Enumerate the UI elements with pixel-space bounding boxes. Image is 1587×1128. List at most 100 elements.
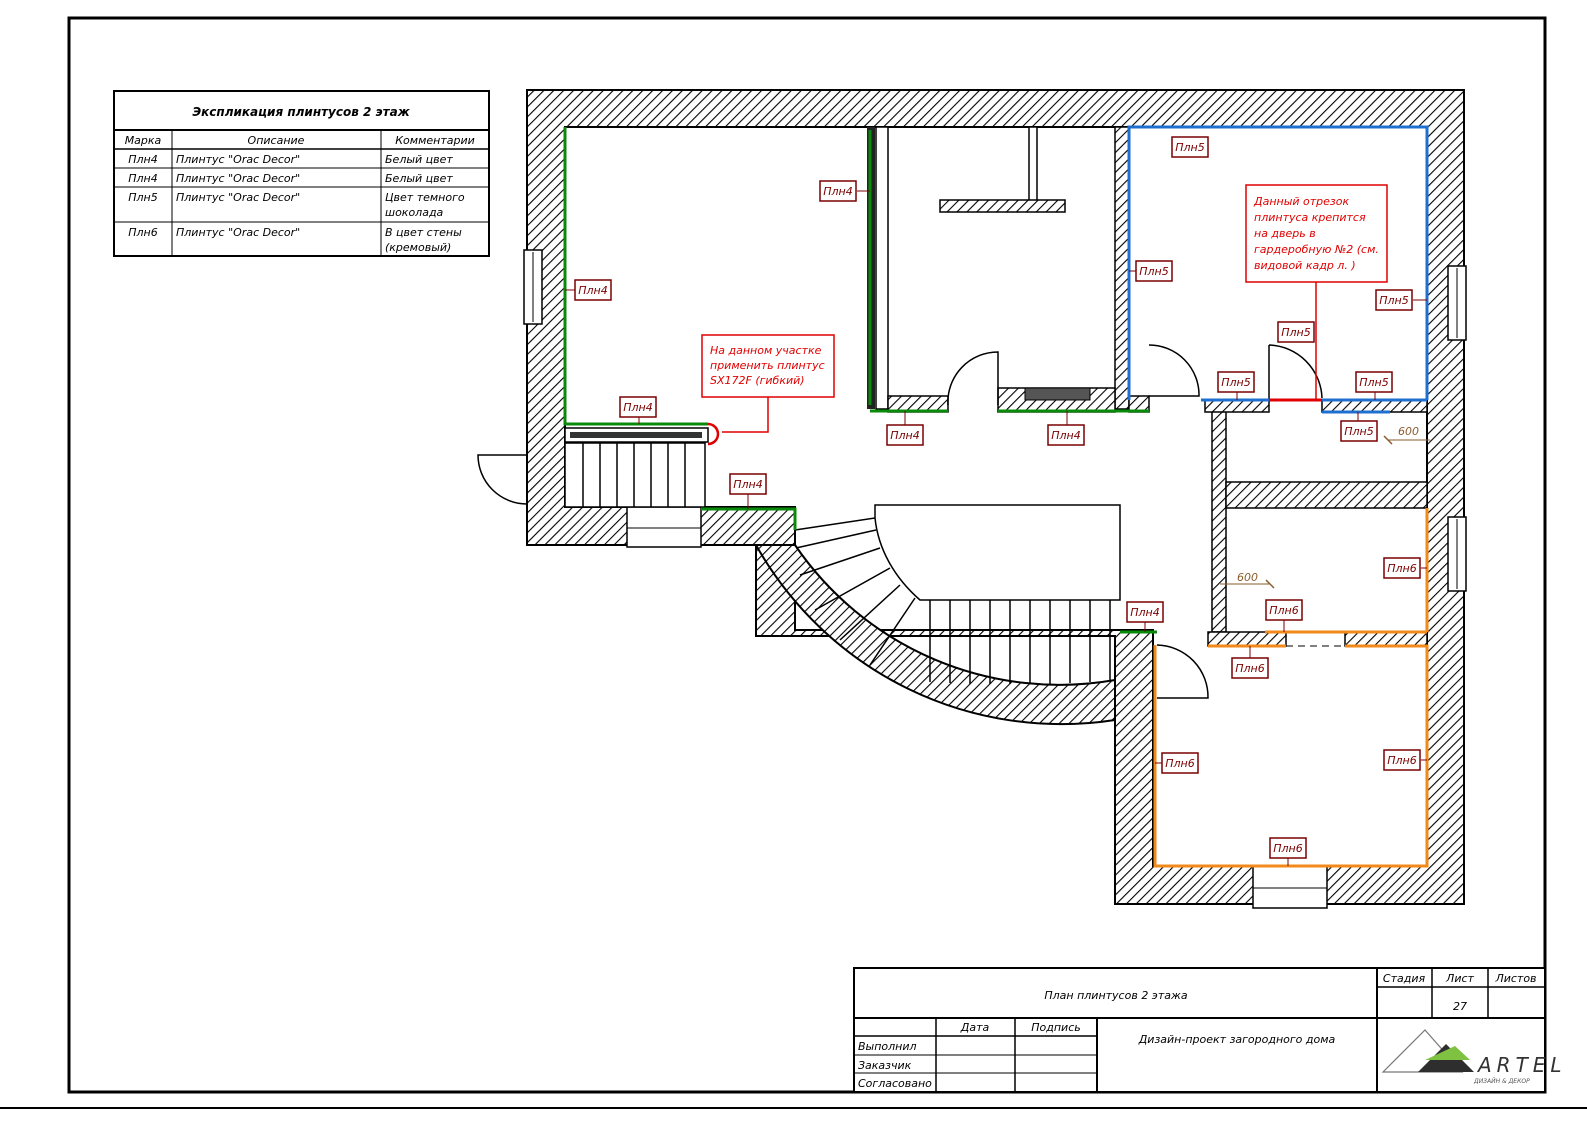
- door-swing: [1148, 344, 1200, 397]
- note-line: Данный отрезок: [1253, 195, 1350, 208]
- skirting-tag: Плн5: [1129, 260, 1173, 282]
- legend-title: Экспликация плинтусов 2 этаж: [192, 105, 410, 119]
- tag-box: [886, 424, 924, 446]
- tag-label: Плн6: [1235, 662, 1265, 675]
- tag-label: Плн5: [1175, 141, 1205, 154]
- tag-label: Плн6: [1387, 562, 1417, 575]
- skirting-tag: Плн4: [565, 279, 612, 301]
- legend-header-mark: Марка: [125, 134, 162, 147]
- skirting-tag: Плн4: [619, 396, 657, 424]
- tag-box: [1383, 557, 1421, 579]
- skirting-tag: Плн4: [1047, 411, 1085, 446]
- vent-grille: [1024, 387, 1091, 401]
- legend-row-description: Плинтус "Orac Decor": [176, 153, 300, 166]
- tag-label: Плн4: [1130, 606, 1160, 619]
- tag-box: [1171, 136, 1209, 158]
- legend-row-comment: Белый цвет: [385, 153, 453, 166]
- skirting-tag: Плн5: [1171, 136, 1209, 158]
- legend-header-description: Описание: [248, 134, 305, 147]
- note-line: плинтуса крепится: [1254, 211, 1366, 224]
- tag-label: Плн5: [1221, 376, 1251, 389]
- legend-row-comment: Белый цвет: [385, 172, 453, 185]
- tag-label: Плн5: [1139, 265, 1169, 278]
- legend-row-mark: Плн4: [128, 153, 158, 166]
- door-swing: [1268, 344, 1323, 400]
- note-door-skirting: Данный отрезок плинтуса крепится на двер…: [1245, 184, 1388, 400]
- logo-subtitle: ДИЗАЙН & ДЕКОР: [1473, 1078, 1530, 1085]
- note-line: На данном участке: [710, 344, 822, 357]
- title-block: План плинтусов 2 этажа Стадия Лист Листо…: [853, 967, 1567, 1093]
- straight-stairs: [564, 442, 706, 508]
- sign-label: Подпись: [1031, 1021, 1080, 1034]
- skirting-tag: Плн4: [819, 180, 870, 202]
- tag-label: Плн5: [1344, 425, 1374, 438]
- artel-logo: ARTEL ДИЗАЙН & ДЕКОР: [1381, 1029, 1567, 1085]
- date-label: Дата: [960, 1021, 990, 1034]
- legend-row-mark: Плн6: [128, 226, 158, 239]
- partition: [1321, 399, 1428, 413]
- dimension-label: 600: [1398, 425, 1419, 438]
- tag-label: Плн4: [823, 185, 853, 198]
- skirting-tag: Плн5: [1217, 371, 1255, 400]
- tag-box: [574, 279, 612, 301]
- tag-label: Плн4: [890, 429, 920, 442]
- tag-label: Плн5: [1359, 376, 1389, 389]
- drawing-title: План плинтусов 2 этажа: [1044, 989, 1188, 1002]
- legend-row-description: Плинтус "Orac Decor": [176, 226, 300, 239]
- note-line: видовой кадр л. ): [1254, 259, 1356, 272]
- tag-label: Плн6: [1387, 754, 1417, 767]
- project-name: Дизайн-проект загородного дома: [1138, 1033, 1336, 1046]
- partition: [1225, 481, 1428, 509]
- role-customer: Заказчик: [858, 1059, 912, 1072]
- skirting-tag: Плн5: [1375, 289, 1427, 311]
- dimension-600-upper: 600: [1383, 425, 1430, 445]
- partition: [875, 126, 889, 410]
- tag-label: Плн5: [1379, 294, 1409, 307]
- partition: [1344, 631, 1428, 647]
- legend-row-description: Плинтус "Orac Decor": [176, 191, 300, 204]
- legend-header-comment: Комментарии: [395, 134, 475, 147]
- legend-table: Экспликация плинтусов 2 этаж Марка Описа…: [113, 90, 490, 257]
- window: [1252, 865, 1328, 909]
- partition: [1211, 409, 1227, 633]
- legend-row-mark: Плн5: [128, 191, 158, 204]
- window: [626, 506, 702, 548]
- logo-name: ARTEL: [1476, 1053, 1567, 1077]
- curved-stairs: [794, 504, 1121, 686]
- sheet-number: 27: [1453, 1000, 1467, 1013]
- dimension-600-lower: 600: [1220, 571, 1275, 589]
- skirting-tag: Плн6: [1155, 752, 1199, 774]
- partition: [1114, 126, 1130, 410]
- skirting-tag: Плн4: [729, 473, 767, 509]
- partition: [1207, 631, 1287, 647]
- legend-row-comment-line2: шоколада: [385, 206, 444, 219]
- partition: [1204, 399, 1270, 413]
- legend-row-comment-line2: (кремовый): [385, 241, 451, 254]
- tag-box: [1269, 837, 1307, 859]
- flexible-skirting-marker: [707, 422, 720, 446]
- sheets-label: Листов: [1494, 972, 1536, 985]
- tag-box: [1161, 752, 1199, 774]
- legend-row-comment: Цвет темного: [385, 191, 465, 204]
- tag-label: Плн5: [1281, 326, 1311, 339]
- note-line: применить плинтус: [710, 359, 825, 372]
- doors: [477, 344, 1323, 699]
- note-line: на дверь в: [1254, 227, 1316, 240]
- tag-box: [1340, 420, 1378, 442]
- skirting-tag: Плн5: [1277, 321, 1315, 343]
- tag-box: [729, 473, 767, 495]
- skirting-tag: Плн5: [1355, 371, 1393, 400]
- skirting-tag: Плн6: [1231, 646, 1269, 679]
- legend-row-mark: Плн4: [128, 172, 158, 185]
- sheet-frame: [67, 16, 1547, 1094]
- tag-box: [1135, 260, 1173, 282]
- tag-box: [1231, 657, 1269, 679]
- wardrobe-rod: [1028, 126, 1038, 206]
- tag-label: Плн4: [623, 401, 653, 414]
- tag-box: [619, 396, 657, 418]
- dimension-label: 600: [1237, 571, 1258, 584]
- skirting-tag: Плн6: [1383, 557, 1427, 579]
- tag-box: [1375, 289, 1413, 311]
- tag-label: Плн6: [1165, 757, 1195, 770]
